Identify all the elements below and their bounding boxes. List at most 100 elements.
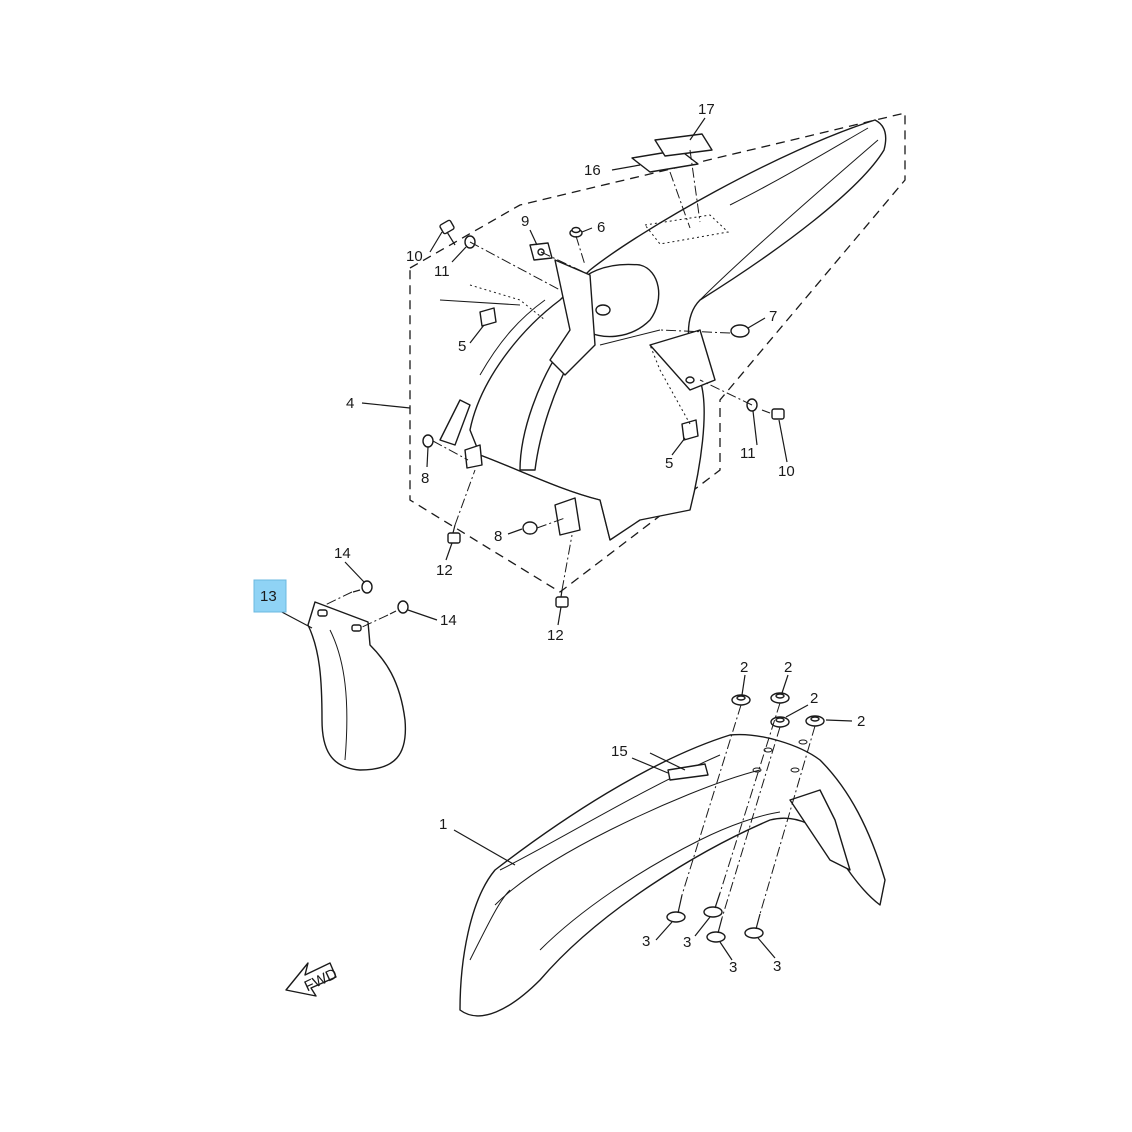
leader-11-upper xyxy=(451,246,467,263)
assembly-line-8-lower xyxy=(536,517,566,529)
leader-17 xyxy=(689,117,706,141)
leader-2-c xyxy=(785,704,809,718)
bolt-10-lower[interactable] xyxy=(761,408,785,420)
callout-15[interactable]: 15 xyxy=(611,743,628,760)
washer-2-c[interactable] xyxy=(770,716,790,728)
pad-5-upper[interactable] xyxy=(479,307,497,327)
leader-14-lower xyxy=(407,609,438,621)
callout-11-lower[interactable]: 11 xyxy=(740,445,756,462)
washer-2-b[interactable] xyxy=(770,692,790,704)
leader-2-a xyxy=(741,674,746,696)
callout-1[interactable]: 1 xyxy=(439,816,447,833)
leader-15 xyxy=(631,757,669,774)
leader-5-lower xyxy=(671,437,686,456)
callout-2-b[interactable]: 2 xyxy=(784,659,792,676)
assembly-line-8-upper xyxy=(432,440,469,461)
assembly-line-10-lower xyxy=(699,379,753,406)
leader-6 xyxy=(581,227,593,233)
callout-17[interactable]: 17 xyxy=(698,101,715,118)
callout-5-lower[interactable]: 5 xyxy=(665,455,673,472)
assembly-line-2-a xyxy=(681,704,742,896)
leader-1 xyxy=(453,829,516,866)
callout-12-upper[interactable]: 12 xyxy=(436,562,453,579)
callout-11-upper[interactable]: 11 xyxy=(434,263,450,280)
washer-7[interactable] xyxy=(730,324,750,338)
grommet-6[interactable] xyxy=(569,226,583,238)
bolt-12-lower[interactable] xyxy=(555,589,569,608)
leader-11-lower xyxy=(752,410,758,446)
front-fender-part[interactable] xyxy=(459,733,886,1017)
callout-2-a[interactable]: 2 xyxy=(740,659,748,676)
callout-14-lower[interactable]: 14 xyxy=(440,612,457,629)
callout-6[interactable]: 6 xyxy=(597,219,605,236)
forward-direction-arrow: FWD xyxy=(285,962,340,997)
assembly-line-10-upper xyxy=(469,241,561,291)
rear-fender-part[interactable] xyxy=(439,119,887,541)
callout-10-lower[interactable]: 10 xyxy=(778,463,795,480)
assembly-line-2-d xyxy=(759,725,816,915)
screw-14-upper[interactable] xyxy=(352,580,373,594)
pad-5-lower[interactable] xyxy=(681,419,699,441)
bolt-3-c[interactable] xyxy=(706,917,726,943)
callout-3-c[interactable]: 3 xyxy=(729,959,737,976)
assembly-line-17 xyxy=(689,149,701,223)
assembly-line-14-upper xyxy=(324,591,353,606)
assembly-line-2-b xyxy=(719,702,781,894)
bolt-3-d[interactable] xyxy=(744,913,764,939)
leader-8-lower xyxy=(507,528,523,535)
leader-3-b xyxy=(694,916,711,937)
bolt-10-upper[interactable] xyxy=(439,219,456,246)
assembly-line-6 xyxy=(575,235,586,266)
callout-16[interactable]: 16 xyxy=(584,162,601,179)
leader-10-lower xyxy=(778,419,788,463)
rear-fender-group-outline xyxy=(409,112,906,593)
leader-3-a xyxy=(655,921,673,941)
assembly-line-15 xyxy=(649,752,686,771)
leader-10-upper xyxy=(429,231,443,253)
callout-13[interactable]: 13 xyxy=(260,588,277,605)
leader-9 xyxy=(529,229,538,246)
assembly-line-5-lower xyxy=(649,344,691,425)
callout-9[interactable]: 9 xyxy=(521,213,529,230)
leader-14-upper xyxy=(344,561,365,583)
assembly-line-2-c xyxy=(721,726,781,919)
leader-12-upper xyxy=(445,542,453,561)
assembly-line-16 xyxy=(669,171,691,229)
callout-2-c[interactable]: 2 xyxy=(810,690,818,707)
nut-9[interactable] xyxy=(529,242,553,261)
washer-8-lower[interactable] xyxy=(522,521,538,535)
callout-3-d[interactable]: 3 xyxy=(773,958,781,975)
washer-8-upper[interactable] xyxy=(422,434,434,448)
callout-4[interactable]: 4 xyxy=(346,395,354,412)
screw-14-lower[interactable] xyxy=(389,600,409,615)
callout-14-upper[interactable]: 14 xyxy=(334,545,351,562)
mud-flap-13[interactable] xyxy=(307,601,407,771)
highlight-box-13 xyxy=(253,579,287,613)
leader-5-upper xyxy=(469,324,485,344)
bolt-12-upper[interactable] xyxy=(447,524,461,544)
callout-3-b[interactable]: 3 xyxy=(683,934,691,951)
assembly-line-12-upper xyxy=(454,469,476,526)
assembly-line-7 xyxy=(659,329,731,334)
assembly-line-9 xyxy=(540,251,591,276)
callout-5-upper[interactable]: 5 xyxy=(458,338,466,355)
callout-7[interactable]: 7 xyxy=(769,308,777,325)
callout-3-a[interactable]: 3 xyxy=(642,933,650,950)
leader-7 xyxy=(747,317,766,329)
callout-12-lower[interactable]: 12 xyxy=(547,627,564,644)
callout-2-d[interactable]: 2 xyxy=(857,713,865,730)
assembly-line-12-lower xyxy=(561,534,573,591)
washer-2-a[interactable] xyxy=(731,694,751,706)
washer-2-d[interactable] xyxy=(805,715,825,727)
bolt-3-a[interactable] xyxy=(666,894,686,923)
decal-17[interactable] xyxy=(654,133,713,157)
callout-8-lower[interactable]: 8 xyxy=(494,528,502,545)
callout-8-upper[interactable]: 8 xyxy=(421,470,429,487)
bolt-3-b[interactable] xyxy=(703,892,723,918)
leader-3-c xyxy=(719,941,733,961)
callout-10-upper[interactable]: 10 xyxy=(406,248,423,265)
leader-2-b xyxy=(781,674,789,694)
decal-16-placement xyxy=(644,214,730,245)
